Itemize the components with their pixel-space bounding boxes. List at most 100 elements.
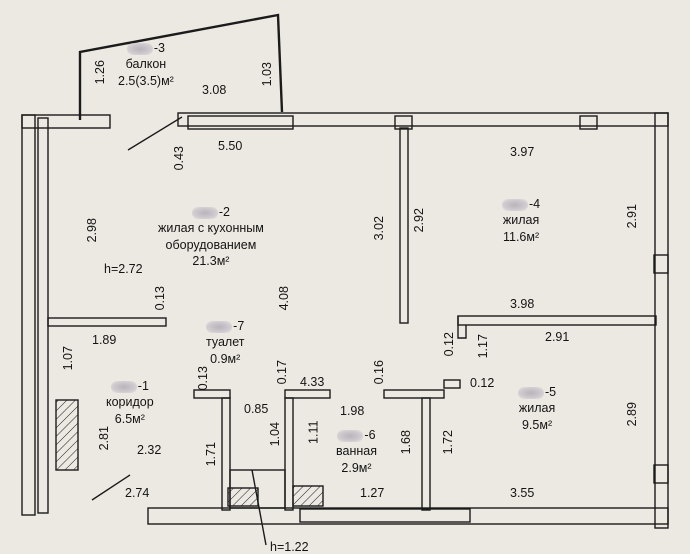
dim-3.97: 3.97: [510, 145, 535, 159]
dim-1.89: 1.89: [92, 333, 117, 347]
corridor-number: -1: [137, 379, 149, 393]
bathroom-label: -6 ванная 2.9м²: [336, 427, 377, 476]
balcony-label: -3 балкон 2.5(3.5)м²: [118, 40, 174, 89]
dim-1.03: 1.03: [259, 62, 274, 87]
room-number-marker: [337, 429, 364, 442]
height-main: h=2.72: [104, 262, 143, 276]
bathroom-area: 2.9м²: [341, 460, 372, 475]
partition-v3: [421, 397, 431, 511]
partition-toilet-right: [284, 389, 331, 399]
wall-right: [654, 112, 669, 529]
toilet-name: туалет: [206, 335, 245, 350]
partition-room5-top: [457, 315, 657, 326]
corridor-shaft: [55, 399, 79, 471]
corridor-area: 6.5м²: [114, 411, 145, 426]
wall-top-main: [177, 112, 669, 127]
dim-0.12: 0.12: [441, 332, 456, 357]
living-5-area: 9.5м²: [521, 417, 553, 432]
partition-v1: [221, 397, 231, 511]
window-top-1: [187, 115, 294, 130]
dim-2.74: 2.74: [125, 486, 150, 500]
partition-kitchen: [47, 317, 167, 327]
partition-toilet-left: [193, 389, 231, 399]
height-bottom: h=1.22: [270, 540, 309, 554]
dim-3.98: 3.98: [510, 297, 535, 311]
dim-0.85: 0.85: [244, 402, 269, 416]
living-kitchen-area: 21.3м²: [192, 253, 230, 268]
dim-0.17: 0.17: [274, 360, 289, 385]
wall-left: [21, 114, 36, 516]
window-top-2: [394, 115, 413, 130]
dim-1.27: 1.27: [360, 486, 385, 500]
window-top-3: [579, 115, 598, 130]
wall-bottom: [147, 507, 669, 525]
living-4-label: -4 жилая 11.6м²: [502, 196, 540, 245]
dim-1.72: 1.72: [440, 430, 455, 455]
living-4-name: жилая: [502, 213, 540, 228]
dim-0.16: 0.16: [371, 360, 386, 385]
window-bottom: [299, 508, 471, 523]
dim-1.17: 1.17: [475, 334, 490, 359]
dim-2.81: 2.81: [96, 426, 111, 451]
living-kitchen-number: -2: [218, 205, 230, 219]
dim-0.43: 0.43: [171, 146, 186, 171]
leader-corridor: [91, 474, 131, 501]
dim-1.04: 1.04: [267, 422, 282, 447]
partition-bath-right: [383, 389, 445, 399]
partition-middle: [399, 127, 409, 324]
living-5-name: жилая: [518, 401, 556, 416]
dim-2.89: 2.89: [624, 402, 639, 427]
room-number-marker: [110, 380, 137, 393]
living-kitchen-label: -2 жилая с кухонным оборудованием 21.3м²: [158, 204, 264, 269]
dim-2.32: 2.32: [137, 443, 162, 457]
dim-5.50: 5.50: [218, 139, 243, 153]
partition-room5-stub: [457, 316, 467, 339]
balcony-wall: [78, 13, 284, 120]
room-number-marker: [502, 198, 528, 211]
room-number-marker: [206, 320, 233, 333]
balcony-area: 2.5(3.5)м²: [118, 73, 174, 88]
dim-1.07: 1.07: [60, 346, 75, 371]
dim-3.55: 3.55: [510, 486, 535, 500]
wall-left-inner: [37, 117, 49, 514]
toilet-label: -7 туалет 0.9м²: [206, 318, 244, 367]
window-right-2: [653, 464, 669, 484]
living-5-label: -5 жилая 9.5м²: [518, 384, 556, 433]
dim-2.91-b: 2.91: [545, 330, 570, 344]
dim-1.26: 1.26: [92, 60, 107, 85]
dim-2.91-a: 2.91: [624, 204, 639, 229]
partition-bath-top: [443, 379, 461, 389]
dim-4.33: 4.33: [300, 375, 325, 389]
room-number-marker: [191, 206, 218, 219]
dim-1.11: 1.11: [306, 420, 321, 444]
dim-0.13-b: 0.13: [195, 366, 210, 391]
leader-balcony: [127, 116, 183, 151]
corridor-name: коридор: [106, 395, 154, 410]
bathroom-name: ванная: [336, 444, 377, 459]
partition-v2: [284, 397, 294, 511]
living-5-number: -5: [545, 385, 557, 399]
toilet-number: -7: [233, 319, 245, 333]
dim-3.02: 3.02: [371, 216, 386, 241]
living-4-area: 11.6м²: [502, 229, 540, 244]
leader-bottom: [251, 469, 267, 546]
living-kitchen-name2: оборудованием: [165, 237, 257, 252]
living-kitchen-name: жилая с кухонным: [158, 221, 264, 236]
corridor-label: -1 коридор 6.5м²: [106, 378, 154, 427]
dim-4.08: 4.08: [276, 286, 291, 311]
dim-3.08: 3.08: [202, 83, 227, 97]
dim-1.98: 1.98: [340, 404, 365, 418]
window-right-1: [653, 254, 669, 274]
room-number-marker: [518, 386, 544, 399]
dim-1.68: 1.68: [398, 430, 413, 455]
balcony-name: балкон: [125, 57, 167, 72]
bath-shaft: [292, 485, 324, 507]
dim-2.92: 2.92: [411, 208, 426, 233]
toilet-area: 0.9м²: [210, 351, 241, 366]
toilet-shaft-fill: [227, 487, 259, 507]
bathroom-number: -6: [364, 428, 376, 442]
balcony-number: -3: [153, 41, 165, 55]
dim-1.71: 1.71: [203, 442, 218, 467]
dim-2.98: 2.98: [84, 218, 99, 243]
